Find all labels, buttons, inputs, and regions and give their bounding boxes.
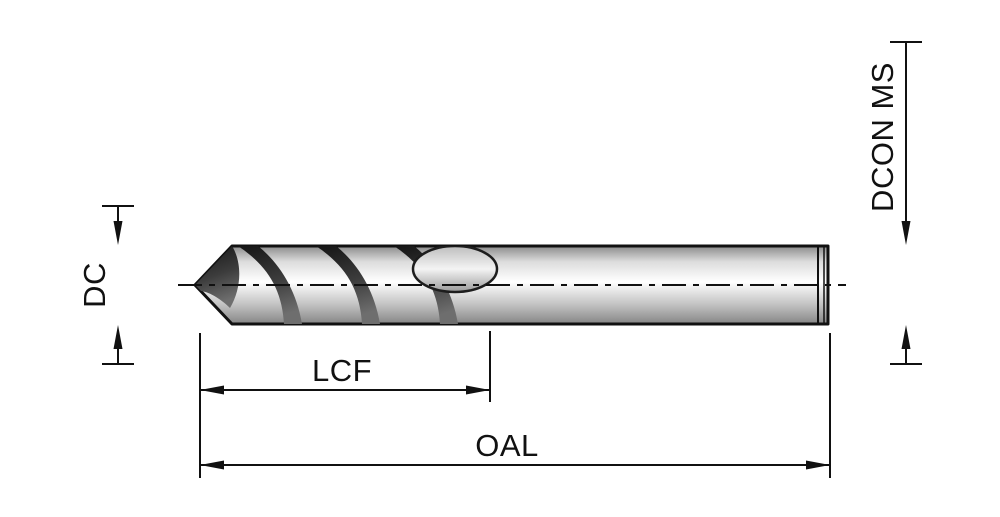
dc-dimension: [102, 205, 134, 365]
flute-runout: [411, 246, 499, 294]
oal-label: OAL: [475, 428, 539, 463]
flute-tip-wedge: [195, 246, 240, 308]
oal-arrow-left: [200, 460, 224, 470]
lcf-dimension: [199, 331, 491, 478]
oal-dimension: [200, 333, 831, 478]
dc-arrow-bottom: [113, 325, 123, 349]
dcon-arrow-bottom: [901, 325, 911, 349]
dc-arrow-top: [113, 221, 123, 245]
flute-band: [316, 246, 380, 324]
lcf-label: LCF: [312, 353, 372, 388]
dcon-dimension: [890, 41, 922, 365]
flute-band: [394, 246, 458, 324]
flute-band: [238, 246, 302, 324]
dc-label: DC: [77, 262, 112, 308]
oal-arrow-right: [806, 460, 830, 470]
lcf-arrow-right: [466, 385, 490, 395]
lcf-arrow-left: [200, 385, 224, 395]
drill-flutes: [195, 246, 458, 324]
dcon-label: DCON MS: [865, 62, 900, 212]
dcon-arrow-top: [901, 221, 911, 245]
